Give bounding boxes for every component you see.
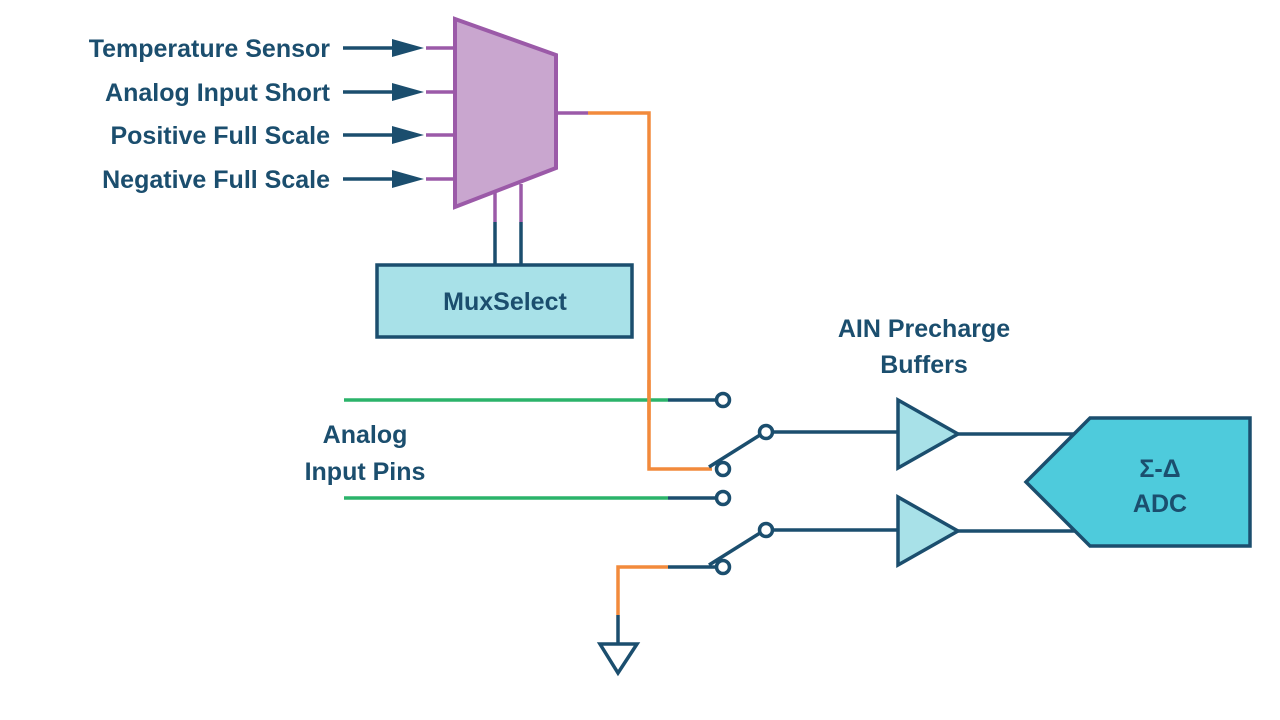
sigma-delta-adc-block: Σ-Δ ADC — [1023, 416, 1252, 548]
ground-icon — [596, 642, 641, 677]
buffers-label-line1: AIN Precharge — [838, 315, 1010, 343]
buffer-amplifier-2 — [896, 493, 962, 569]
input-label-analog-input-short: Analog Input Short — [105, 79, 331, 107]
buffers-label-line2: Buffers — [880, 351, 968, 379]
arrow-icon — [343, 83, 455, 101]
adc-label-line1: Σ-Δ — [1139, 455, 1180, 483]
switch-1 — [708, 391, 775, 507]
mux-select-wires — [493, 184, 523, 265]
arrow-icon — [343, 126, 455, 144]
analog-input-pins-label-line2: Input Pins — [305, 458, 426, 486]
input-arrows — [343, 39, 455, 188]
mux-output-wire — [556, 111, 712, 471]
switch-2 — [708, 521, 775, 576]
mux-select-label: MuxSelect — [443, 288, 567, 316]
multiplexer — [453, 16, 558, 210]
analog-input-pins-label-line1: Analog — [323, 421, 408, 449]
adc-label-line2: ADC — [1133, 490, 1187, 518]
input-label-negative-full-scale: Negative Full Scale — [102, 166, 330, 194]
arrow-icon — [343, 170, 455, 188]
mux-select-block: MuxSelect — [375, 263, 634, 339]
input-label-temperature-sensor: Temperature Sensor — [89, 35, 331, 63]
analog-input-pin-wires — [344, 398, 716, 500]
arrow-icon — [343, 39, 455, 57]
buffer-amplifier-1 — [896, 396, 962, 472]
ground-wire — [616, 565, 716, 644]
input-label-positive-full-scale: Positive Full Scale — [110, 122, 330, 150]
